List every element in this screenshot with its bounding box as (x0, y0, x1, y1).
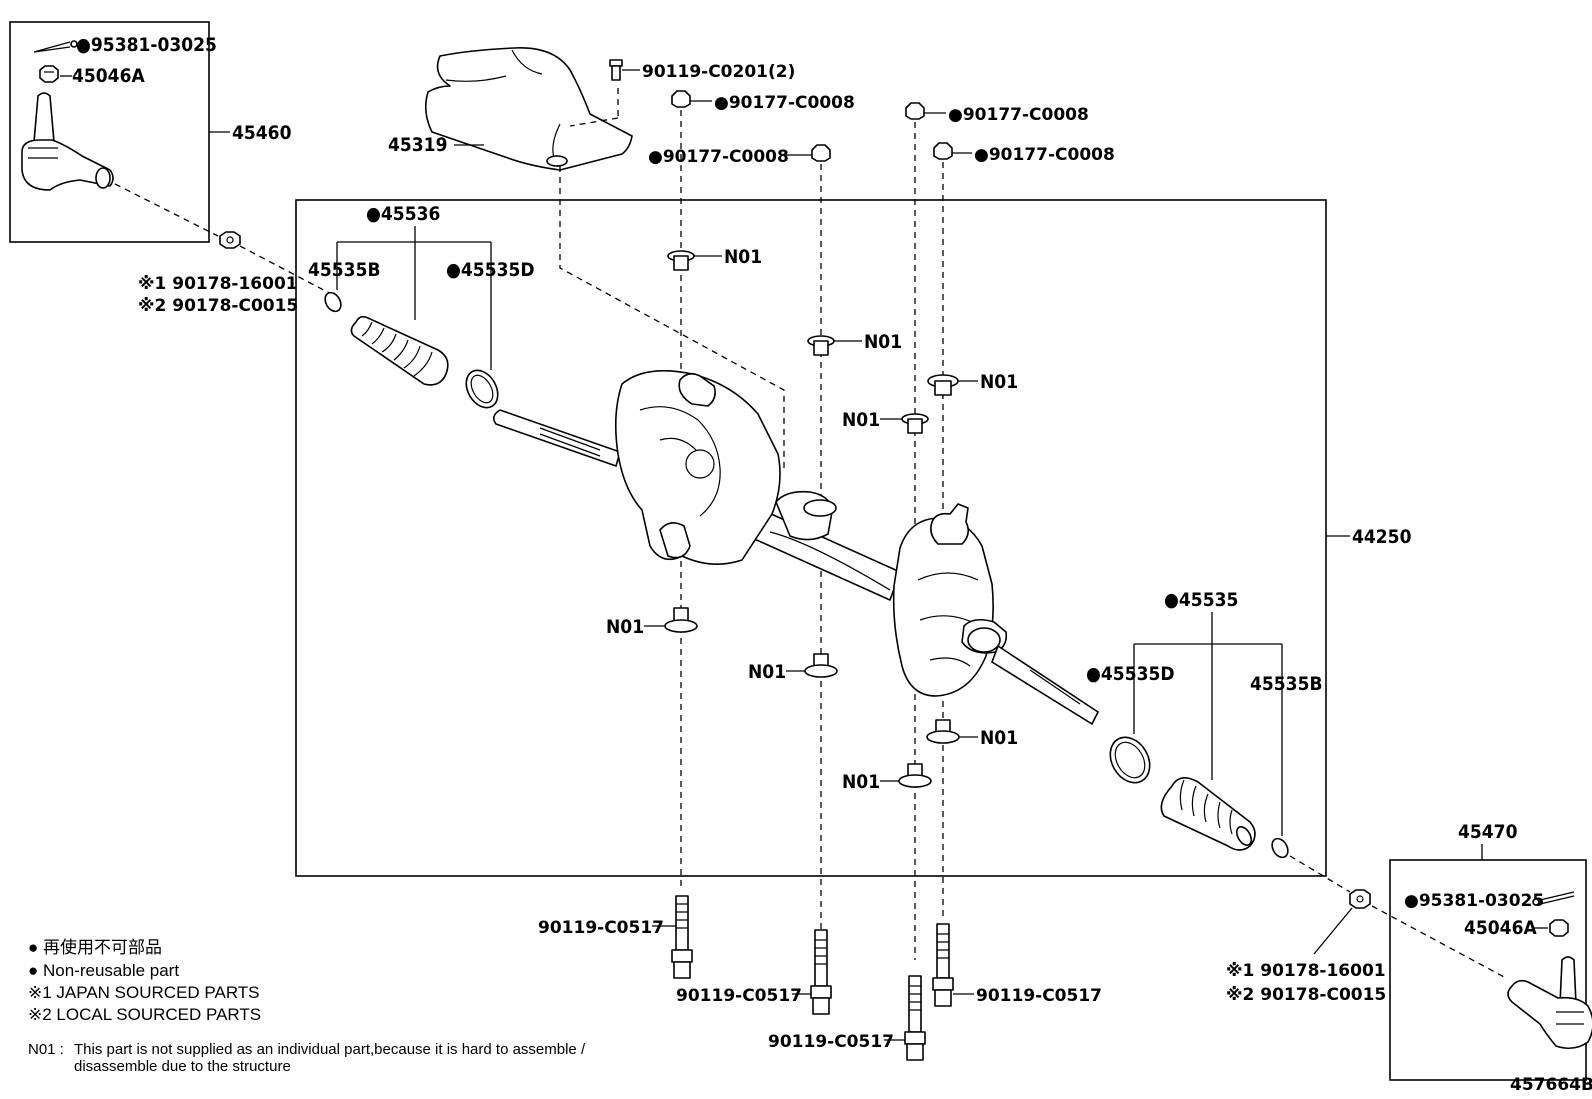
part-90177-a-label: ●90177-C0008 (714, 93, 855, 113)
mount-n01-g-icon (926, 719, 960, 744)
figure-id: 457664B (1510, 1075, 1592, 1095)
bolt-90119-c0201-icon (609, 59, 623, 81)
mount-n01-e-icon (664, 607, 698, 633)
n01-f-label: N01 (748, 661, 786, 683)
bellows-boot-right-icon (1160, 777, 1256, 851)
bolt-90119-c0517-b-icon (810, 929, 832, 1015)
part-45460-label: 45460 (232, 122, 292, 144)
legend-line4: ※2 LOCAL SOURCED PARTS (28, 1005, 261, 1024)
mount-n01-f-icon (804, 653, 838, 678)
part-45535-label: ●45535 (1164, 589, 1238, 611)
cotter-pin-right-icon (1532, 891, 1575, 906)
part-45470-label: 45470 (1458, 821, 1518, 843)
note-line1: This part is not supplied as an individu… (74, 1041, 586, 1058)
n01-a-label: N01 (724, 246, 762, 268)
note-key: N01 : (28, 1041, 64, 1058)
legend-line1: ● 再使用不可部品 (28, 937, 162, 957)
nut-90177-d-icon (933, 142, 953, 160)
legend-line3: ※1 JAPAN SOURCED PARTS (28, 983, 260, 1002)
bellows-boot-left-icon (350, 315, 449, 386)
part-45046a-right-label: 45046A (1464, 917, 1537, 939)
part-90119-c0201-label: 90119-C0201(2) (642, 62, 795, 82)
n01-b-label: N01 (864, 331, 902, 353)
part-45535d-right-label: ●45535D (1086, 663, 1175, 685)
bolt-90119-c0517-a-icon (671, 895, 693, 979)
tie-rod-end-icon (21, 92, 114, 191)
castle-nut-icon (39, 65, 59, 83)
part-90177-d-label: ●90177-C0008 (974, 145, 1115, 165)
legend-line2: ● Non-reusable part (28, 961, 179, 980)
part-45535b-left-label: 45535B (308, 259, 381, 281)
mount-n01-h-icon (898, 763, 932, 788)
bolt-b-label: 90119-C0517 (676, 986, 802, 1006)
mount-n01-c-icon (927, 374, 959, 396)
note-line2: disassemble due to the structure (74, 1058, 291, 1075)
bolt-90119-c0517-c-icon (932, 923, 954, 1007)
tie-rod-end-right-inset (1389, 859, 1587, 1081)
part-95381-right-label: ●95381-03025 (1404, 891, 1544, 911)
boot-clamp-large-left-icon (465, 369, 499, 409)
part-45535d-left-label: ●45535D (446, 259, 535, 281)
n01-c-label: N01 (980, 371, 1018, 393)
part-95381-left-label: ●95381-03025 (76, 34, 217, 56)
legend: ● 再使用不可部品 ● Non-reusable part ※1 JAPAN S… (28, 937, 586, 1075)
tie-rod-end-right-icon (1507, 956, 1592, 1050)
mount-n01-a-icon (667, 250, 695, 271)
mount-n01-d-icon (901, 413, 929, 434)
n01-g-label: N01 (980, 727, 1018, 749)
part-45535b-right-label: 45535B (1250, 673, 1323, 695)
part-90177-c-label: ●90177-C0008 (948, 105, 1089, 125)
bolt-a-label: 90119-C0517 (538, 918, 664, 938)
bolt-c-label: 90119-C0517 (976, 986, 1102, 1006)
steering-gear-assembly-icon (492, 369, 1099, 725)
castle-nut-right-icon (1549, 919, 1569, 937)
part-90178-left-line2: ※2 90178-C0015 (138, 296, 298, 316)
cotter-pin-icon (33, 40, 78, 53)
nut-90178-left-icon (219, 231, 241, 249)
part-45536-label: ●45536 (366, 203, 440, 225)
bolt-d-label: 90119-C0517 (768, 1032, 894, 1052)
nut-90177-b-icon (811, 144, 831, 162)
part-90178-right-line1: ※1 90178-16001 (1226, 961, 1386, 981)
part-90177-b-label: ●90177-C0008 (648, 147, 789, 167)
nut-90177-c-icon (905, 102, 925, 120)
n01-h-label: N01 (842, 771, 880, 793)
n01-e-label: N01 (606, 616, 644, 638)
assembly-frame-44250 (295, 199, 1327, 877)
part-90178-right-line2: ※2 90178-C0015 (1226, 985, 1386, 1005)
boot-clamp-large-right-icon (1109, 736, 1151, 784)
nut-90178-right-icon (1349, 889, 1371, 909)
n01-d-label: N01 (842, 409, 880, 431)
part-90178-left-line1: ※1 90178-16001 (138, 274, 298, 294)
dust-cover-45319-icon (424, 47, 633, 171)
tie-rod-end-left-inset (9, 21, 219, 243)
part-44250-label: 44250 (1352, 526, 1412, 548)
mount-n01-b-icon (807, 335, 835, 356)
boot-clamp-small-left-icon (324, 291, 342, 313)
part-45319-label: 45319 (388, 134, 447, 156)
nut-90177-a-icon (671, 90, 691, 108)
boot-clamp-small-right-icon (1271, 837, 1289, 859)
part-45046a-left-label: 45046A (72, 65, 145, 87)
bolt-90119-c0517-d-icon (904, 975, 926, 1061)
